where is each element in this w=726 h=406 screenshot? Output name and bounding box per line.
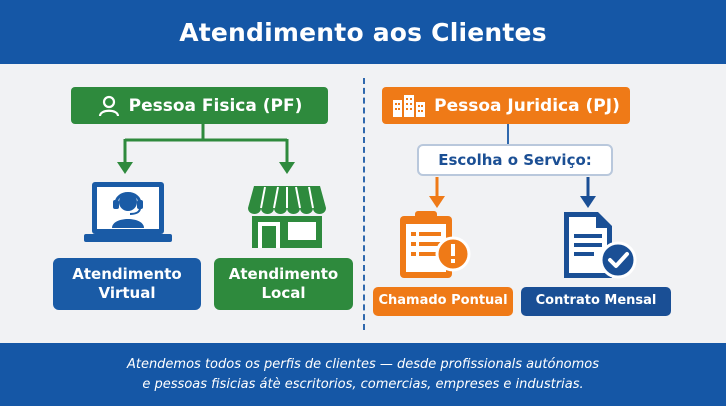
virtual-label-line2: Virtual bbox=[98, 284, 156, 302]
contrato-mensal-card: Contrato Mensal bbox=[521, 287, 671, 316]
buildings-icon bbox=[392, 94, 426, 118]
chamado-pontual-card: Chamado Pontual bbox=[373, 287, 513, 316]
pj-title: Pessoa Juridica (PJ) bbox=[434, 95, 620, 116]
choose-service-box: Escolha o Serviço: bbox=[417, 144, 613, 176]
footer-banner: Atendemos todos os perfis de clientes — … bbox=[0, 343, 726, 406]
atendimento-virtual-card: Atendimento Virtual bbox=[53, 258, 201, 310]
person-icon bbox=[97, 94, 121, 118]
section-divider bbox=[363, 78, 365, 330]
pf-title: Pessoa Fisica (PF) bbox=[128, 95, 303, 116]
pj-right-arrowhead bbox=[580, 196, 596, 208]
clipboard-alert-icon bbox=[397, 210, 475, 286]
pj-left-arrowhead bbox=[429, 196, 445, 208]
local-label-line1: Atendimento bbox=[228, 264, 339, 283]
storefront-icon bbox=[246, 184, 328, 254]
local-label-line2: Local bbox=[261, 284, 306, 302]
pf-title-bar: Pessoa Fisica (PF) bbox=[71, 87, 328, 124]
choose-service-label: Escolha o Serviço: bbox=[438, 151, 592, 169]
document-check-icon bbox=[560, 210, 640, 286]
chamado-pontual-label: Chamado Pontual bbox=[378, 293, 508, 309]
pf-right-arrowhead bbox=[279, 162, 295, 174]
footer-line-1: Atendemos todos os perfis de clientes — … bbox=[126, 356, 600, 372]
header-banner: Atendimento aos Clientes bbox=[0, 0, 726, 64]
virtual-label-line1: Atendimento bbox=[72, 264, 182, 283]
page-title: Atendimento aos Clientes bbox=[179, 17, 547, 47]
headset-laptop-icon bbox=[84, 180, 172, 252]
contrato-mensal-label: Contrato Mensal bbox=[535, 293, 657, 309]
footer-line-2: e pessoas fisicias átè escritorios, come… bbox=[142, 376, 584, 392]
pj-title-bar: Pessoa Juridica (PJ) bbox=[382, 87, 630, 124]
pf-left-arrowhead bbox=[117, 162, 133, 174]
atendimento-local-card: Atendimento Local bbox=[214, 258, 353, 310]
